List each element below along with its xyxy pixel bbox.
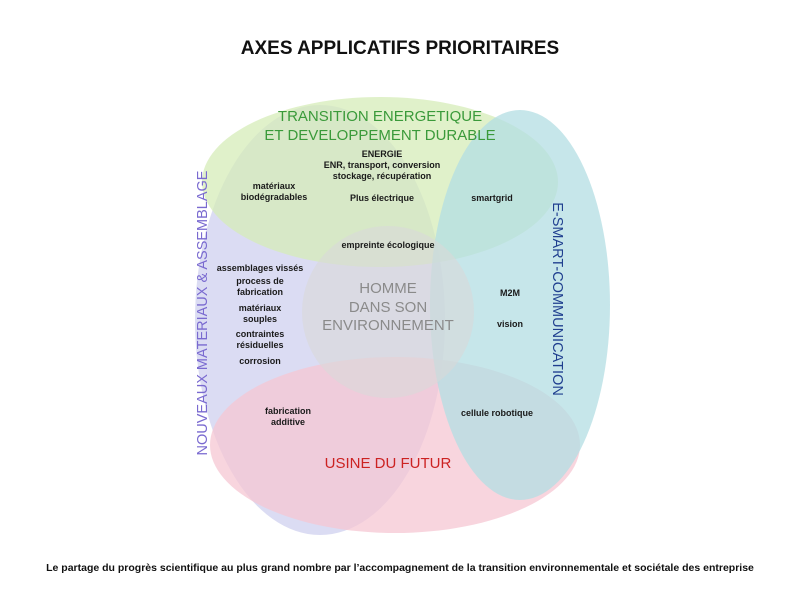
label-smartgrid: smartgrid (471, 193, 513, 203)
communication-axis-title: E-SMART-COMMUNICATION (549, 202, 565, 396)
label-energie-title: ENERGIE (362, 149, 403, 159)
label-assemblages-visses: assemblages vissés (217, 263, 304, 273)
label-empreinte-ecologique: empreinte écologique (341, 240, 434, 250)
factory-axis-title: USINE DU FUTUR (325, 455, 452, 472)
center-text-line1: HOMME (359, 280, 417, 297)
center-text-line3: ENVIRONNEMENT (322, 317, 454, 334)
footer-caption: Le partage du progrès scientifique au pl… (46, 562, 754, 574)
label-biodegradables-line2: biodégradables (241, 192, 308, 202)
label-corrosion: corrosion (239, 356, 281, 366)
label-contraintes-line2: résiduelles (236, 340, 283, 350)
center-circle (302, 226, 474, 398)
label-energie-line3: stockage, récupération (333, 171, 432, 181)
diagram-title: AXES APPLICATIFS PRIORITAIRES (240, 38, 560, 59)
label-cellule-robotique: cellule robotique (461, 408, 533, 418)
label-process-line2: fabrication (237, 287, 283, 297)
label-plus-electrique: Plus électrique (350, 193, 414, 203)
label-materiaux-souples-line2: souples (243, 314, 277, 324)
label-fabrication-additive-line1: fabrication (265, 406, 311, 416)
label-vision: vision (497, 319, 523, 329)
label-process-line1: process de (236, 276, 284, 286)
center-text-line2: DANS SON (349, 299, 427, 316)
energy-axis-title-line1: TRANSITION ENERGETIQUE (278, 108, 482, 125)
label-energie-line2: ENR, transport, conversion (324, 160, 441, 170)
label-fabrication-additive-line2: additive (271, 417, 305, 427)
label-materiaux-souples-line1: matériaux (239, 303, 282, 313)
energy-axis-title-line2: ET DEVELOPPEMENT DURABLE (264, 127, 495, 144)
materials-axis-title: NOUVEAUX MATERIAUX & ASSEMBLAGE (195, 170, 211, 455)
label-biodegradables-line1: matériaux (253, 181, 296, 191)
communication-ellipse (430, 110, 610, 500)
label-contraintes-line1: contraintes (236, 329, 285, 339)
label-m2m: M2M (500, 288, 520, 298)
